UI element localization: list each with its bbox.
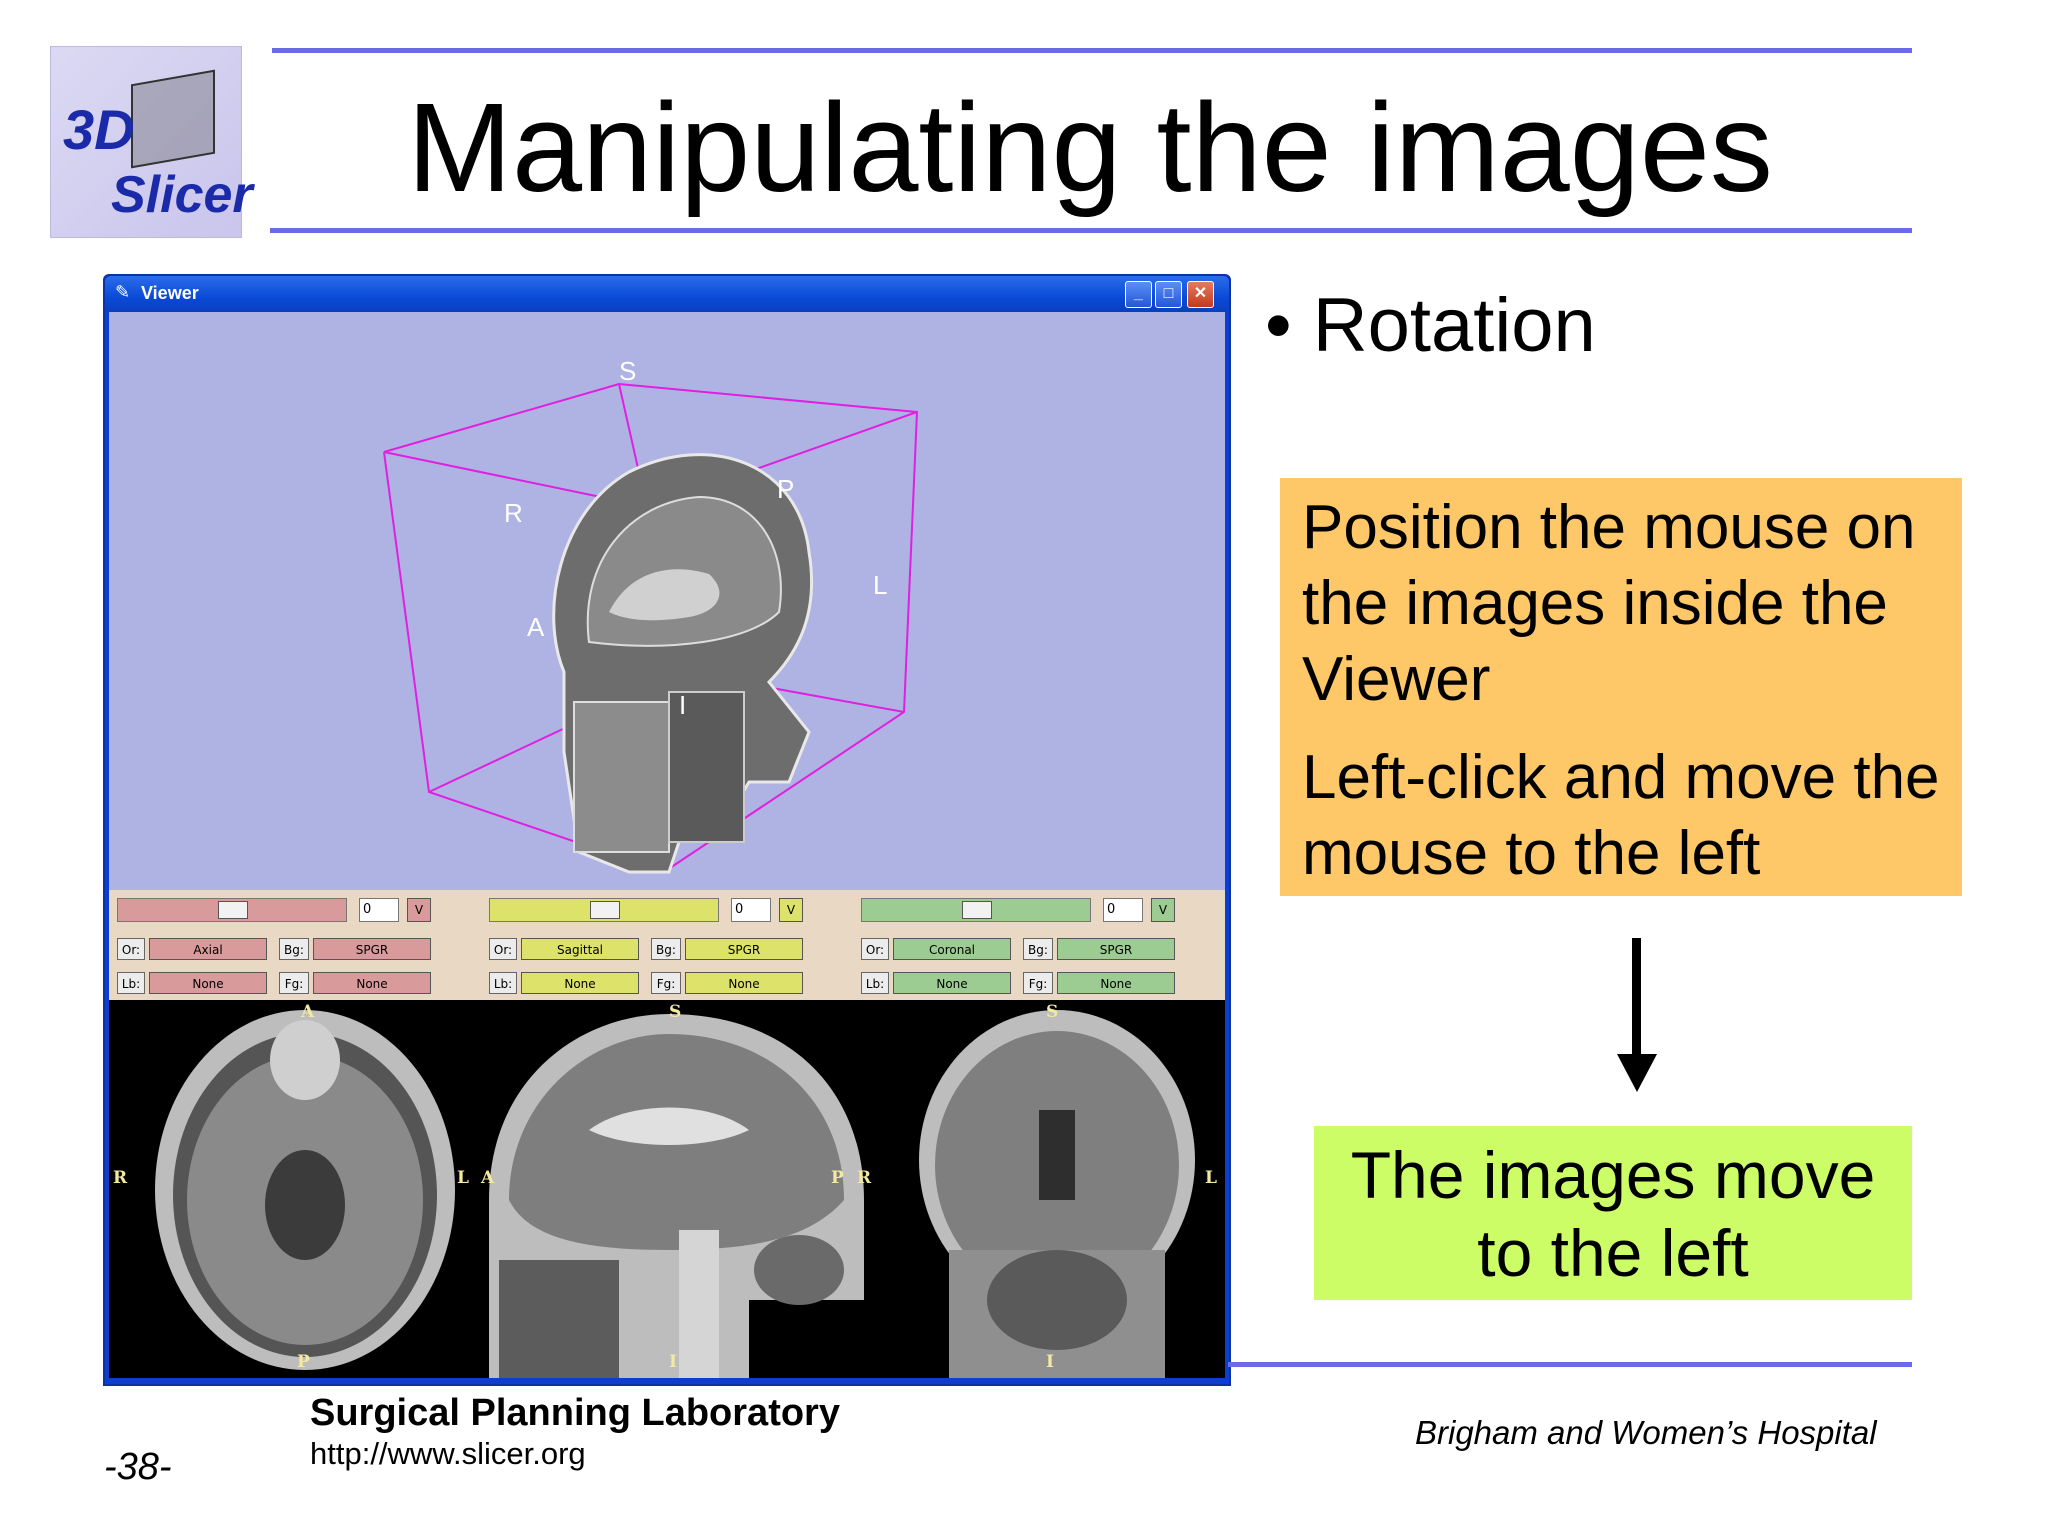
instruction-line-2: Left-click and move the mouse to the lef… [1302,743,1940,888]
axial-lb-label: Lb: [117,972,145,994]
title-rule [270,228,1912,233]
3d-label-a: A [527,612,545,642]
sagittal-slider-thumb[interactable] [590,901,620,919]
sagittal-lb-button[interactable]: None [521,972,639,994]
top-rule [272,48,1912,53]
slice-controls: 0 V Or: Axial Bg: SPGR Lb: None Fg: None… [109,890,1225,1000]
footer-lab-name: Surgical Planning Laboratory [310,1392,840,1434]
slice-views: A P R L S I A P S I R L [109,1000,1225,1378]
bullet-rotation: • Rotation [1265,283,1596,368]
slice-images [155,1010,1195,1378]
sagittal-bg-label: Bg: [651,938,681,960]
sagittal-fg-button[interactable]: None [685,972,803,994]
axial-value-field[interactable]: 0 [359,898,399,922]
sagittal-slider[interactable] [489,898,719,922]
axial-fg-button[interactable]: None [313,972,431,994]
viewer-titlebar[interactable]: ✎ Viewer _ □ ✕ [105,276,1229,312]
3d-label-p: P [777,474,795,504]
sagittal-orient-right: P [831,1168,844,1188]
maximize-button[interactable]: □ [1155,281,1182,308]
coronal-or-label: Or: [861,938,889,960]
coronal-orient-bottom: I [1046,1352,1054,1372]
coronal-v-button[interactable]: V [1151,898,1175,922]
axial-orient-bottom: P [297,1352,310,1372]
coronal-lb-label: Lb: [861,972,889,994]
bottom-rule [1228,1362,1912,1367]
instruction-line-1: Position the mouse on the images inside … [1302,493,1916,714]
instruction-box: Position the mouse on the images inside … [1280,478,1962,896]
sagittal-brain-image [489,1014,864,1378]
coronal-value-field[interactable]: 0 [1103,898,1143,922]
sagittal-lb-label: Lb: [489,972,517,994]
result-box: The images move to the left [1314,1126,1912,1300]
3d-label-r: R [504,498,523,528]
viewer-window: ✎ Viewer _ □ ✕ S P R L A [103,274,1231,1386]
axial-lb-button[interactable]: None [149,972,267,994]
axial-orient-top: A [301,1002,315,1022]
footer-hospital: Brigham and Women’s Hospital [1415,1414,1877,1451]
axial-orient-left: R [113,1168,128,1188]
coronal-fg-button[interactable]: None [1057,972,1175,994]
3d-label-s: S [619,356,637,386]
sagittal-orientation-button[interactable]: Sagittal [521,938,639,960]
sagittal-orient-bottom: I [669,1352,677,1372]
slide-title: Manipulating the images [407,77,1773,218]
sagittal-or-label: Or: [489,938,517,960]
viewer-title: Viewer [141,283,199,303]
3d-view[interactable]: S P R L A I [109,312,1225,890]
coronal-bg-label: Bg: [1023,938,1053,960]
axial-orient-right: L [457,1168,469,1188]
coronal-orient-top: S [1046,1002,1059,1022]
3d-scene [383,382,919,874]
coronal-lb-button[interactable]: None [893,972,1011,994]
logo-slicer-text: Slicer [111,166,253,224]
minimize-button[interactable]: _ [1125,281,1152,308]
axial-bg-button[interactable]: SPGR [313,938,431,960]
3d-label-i: I [679,690,687,720]
head-volume-render [552,453,814,874]
axial-bg-label: Bg: [279,938,309,960]
coronal-fg-label: Fg: [1023,972,1053,994]
axial-orientation-button[interactable]: Axial [149,938,267,960]
axial-slider[interactable] [117,898,347,922]
axial-controls: 0 V Or: Axial Bg: SPGR Lb: None Fg: None [109,890,481,1000]
coronal-brain-image [919,1010,1195,1378]
axial-v-button[interactable]: V [407,898,431,922]
axial-brain-image [155,1010,455,1370]
coronal-controls: 0 V Or: Coronal Bg: SPGR Lb: None Fg: No… [853,890,1225,1000]
feather-icon: ✎ [115,282,131,302]
axial-or-label: Or: [117,938,145,960]
logo-cube-icon [131,69,215,169]
axial-fg-label: Fg: [279,972,309,994]
sagittal-bg-button[interactable]: SPGR [685,938,803,960]
sagittal-fg-label: Fg: [651,972,681,994]
coronal-bg-button[interactable]: SPGR [1057,938,1175,960]
down-arrow-icon [1617,1054,1657,1092]
coronal-slider-thumb[interactable] [962,901,992,919]
sagittal-value-field[interactable]: 0 [731,898,771,922]
sagittal-orient-top: S [669,1002,682,1022]
sagittal-orient-left: A [481,1168,495,1188]
logo-3d-text: 3D [63,98,135,161]
3d-label-l: L [873,570,888,600]
result-text: The images move to the left [1350,1138,1876,1290]
sagittal-v-button[interactable]: V [779,898,803,922]
coronal-orient-right: L [1205,1168,1217,1188]
close-button[interactable]: ✕ [1187,281,1214,308]
coronal-orient-left: R [857,1168,872,1188]
sagittal-controls: 0 V Or: Sagittal Bg: SPGR Lb: None Fg: N… [481,890,853,1000]
coronal-orientation-button[interactable]: Coronal [893,938,1011,960]
footer-url-link[interactable]: http://www.slicer.org [310,1436,586,1471]
page-number: -38- [104,1446,172,1488]
slicer-logo: 3D Slicer [50,46,253,238]
coronal-slider[interactable] [861,898,1091,922]
axial-slider-thumb[interactable] [218,901,248,919]
down-arrow-shaft [1632,938,1641,1058]
